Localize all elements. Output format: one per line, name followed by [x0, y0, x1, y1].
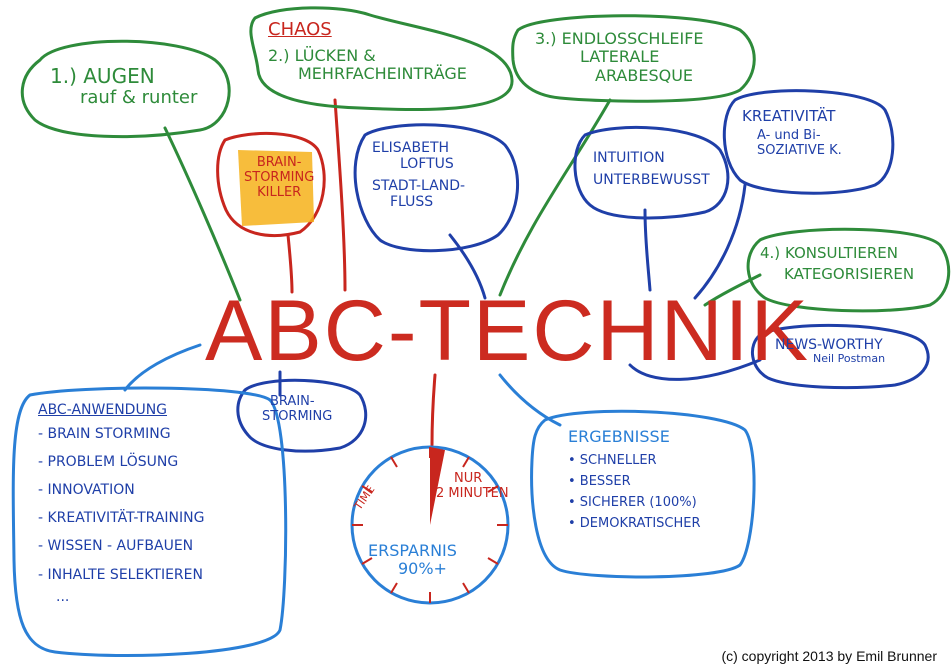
node-intuition-line1: INTUITION	[593, 150, 665, 166]
node-intuition: INTUITION UNTERBEWUSST	[593, 150, 710, 188]
node-brainstorming: BRAIN- STORMING	[262, 394, 333, 425]
list-item: - KREATIVITÄT-TRAINING	[38, 510, 205, 527]
node-killer-line3: KILLER	[257, 184, 302, 200]
connector-news	[628, 358, 762, 381]
bubble-brainstorming	[236, 378, 368, 453]
connector-clock	[430, 373, 437, 447]
copyright-text: (c) copyright 2013 by Emil Brunner	[721, 648, 937, 664]
connector-chaos	[333, 98, 347, 292]
clock-note: NUR 2 MINUTEN	[436, 471, 509, 502]
node-konsult-line2: KATEGORISIEREN	[784, 265, 915, 284]
bubble-intuition	[573, 125, 730, 220]
node-news-line1: NEWS-WORTHY	[775, 337, 883, 353]
node-chaos-heading: CHAOS	[268, 19, 332, 40]
node-loftus-line1: ELISABETH	[372, 140, 450, 156]
node-ergebnisse-heading: ERGEBNISSE	[568, 427, 670, 446]
bubble-anwendung	[11, 386, 288, 657]
connector-endlos	[498, 98, 612, 297]
node-endlos-line1: ENDLOSSCHLEIFE	[561, 29, 704, 48]
node-chaos: CHAOS 2.) LÜCKEN & MEHRFACHEINTRÄGE	[268, 19, 467, 84]
connector-ergebnisse	[498, 373, 562, 427]
clock-wedge	[430, 447, 445, 525]
bubble-ergebnisse	[530, 409, 756, 579]
connector-kreativ	[693, 183, 747, 300]
connector-loftus	[448, 233, 487, 300]
node-brainstorming-line2: STORMING	[262, 408, 333, 424]
node-killer: BRAIN- STORMING KILLER	[244, 155, 315, 201]
list-item: ...	[56, 588, 70, 605]
node-endlos-line3: ARABESQUE	[595, 65, 694, 85]
bubble-chaos	[249, 6, 514, 112]
node-endlos: 3.) ENDLOSSCHLEIFE LATERALE ARABESQUE	[535, 29, 704, 85]
center-title: ABC-TECHNIK	[205, 283, 810, 379]
bubble-endlos	[511, 14, 756, 103]
node-endlos-number: 3.)	[535, 29, 557, 48]
node-kreativ-line1: KREATIVITÄT	[742, 107, 836, 125]
node-augen-subtitle: rauf & runter	[80, 87, 198, 108]
node-brainstorming-line1: BRAIN-	[270, 394, 315, 409]
node-killer-line2: STORMING	[244, 169, 315, 185]
list-item: • BESSER	[568, 474, 631, 490]
node-ergebnisse: ERGEBNISSE • SCHNELLER • BESSER • SICHER…	[568, 427, 701, 532]
list-item: - WISSEN - AUFBAUEN	[38, 538, 194, 555]
node-konsult: 4.) KONSULTIEREN KATEGORISIEREN	[760, 244, 915, 284]
bubble-kreativ	[722, 89, 895, 195]
connector-killer	[286, 233, 294, 294]
bubble-loftus	[353, 123, 520, 253]
bubble-augen	[20, 39, 231, 139]
node-endlos-line2: LATERALE	[580, 47, 660, 67]
node-konsult-number: 4.)	[760, 244, 781, 262]
node-news: NEWS-WORTHY Neil Postman	[775, 337, 885, 366]
node-news-line2: Neil Postman	[813, 352, 886, 366]
node-augen: 1.) AUGEN rauf & runter	[50, 65, 197, 109]
node-kreativ-line2: A- und Bi-	[757, 128, 821, 144]
node-loftus-line4: FLUSS	[390, 194, 434, 211]
node-anwendung: ABC-ANWENDUNG - BRAIN STORMING - PROBLEM…	[38, 402, 204, 605]
clock-note-line2: 2 MINUTEN	[436, 485, 509, 501]
node-chaos-line2: MEHRFACHEINTRÄGE	[298, 64, 467, 84]
connector-konsult	[703, 273, 762, 307]
node-killer-line1: BRAIN-	[256, 155, 302, 170]
node-loftus-line3: STADT-LAND-	[372, 178, 466, 195]
node-anwendung-heading: ABC-ANWENDUNG	[38, 402, 168, 418]
list-item: - BRAIN STORMING	[38, 426, 171, 443]
bubble-killer	[216, 132, 326, 238]
node-kreativ-line3: SOZIATIVE K.	[757, 143, 842, 159]
node-intuition-line2: UNTERBEWUSST	[593, 172, 710, 189]
node-konsult-line1: KONSULTIEREN	[784, 244, 898, 262]
node-loftus-line2: LOFTUS	[400, 156, 454, 173]
connector-augen	[163, 126, 242, 302]
clock-ersparnis-line1: ERSPARNIS	[368, 541, 457, 560]
node-chaos-number: 2.)	[268, 45, 290, 65]
list-item: - INNOVATION	[38, 482, 135, 499]
node-kreativ: KREATIVITÄT A- und Bi- SOZIATIVE K.	[742, 107, 842, 159]
list-item: • DEMOKRATISCHER	[568, 516, 701, 532]
clock-graphic	[350, 445, 510, 605]
node-loftus: ELISABETH LOFTUS STADT-LAND- FLUSS	[372, 140, 465, 210]
list-item: • SICHERER (100%)	[568, 495, 697, 511]
list-item: • SCHNELLER	[568, 453, 657, 469]
connector-anwendung	[123, 343, 202, 392]
connector-intuition	[643, 208, 652, 292]
highlight-killer	[238, 150, 314, 226]
bubble-konsult	[746, 227, 951, 313]
node-augen-number: 1.)	[50, 64, 77, 88]
clock-note-line1: NUR	[454, 471, 483, 486]
clock-ersparnis-line2: 90%+	[397, 559, 447, 579]
node-augen-title: AUGEN	[83, 64, 155, 88]
list-item: - INHALTE SELEKTIEREN	[38, 566, 203, 583]
list-item: - PROBLEM LÖSUNG	[38, 454, 179, 471]
clock-ersparnis: ERSPARNIS 90%+	[368, 541, 457, 579]
node-chaos-line1: LÜCKEN &	[294, 45, 376, 65]
bubble-news	[751, 323, 930, 390]
